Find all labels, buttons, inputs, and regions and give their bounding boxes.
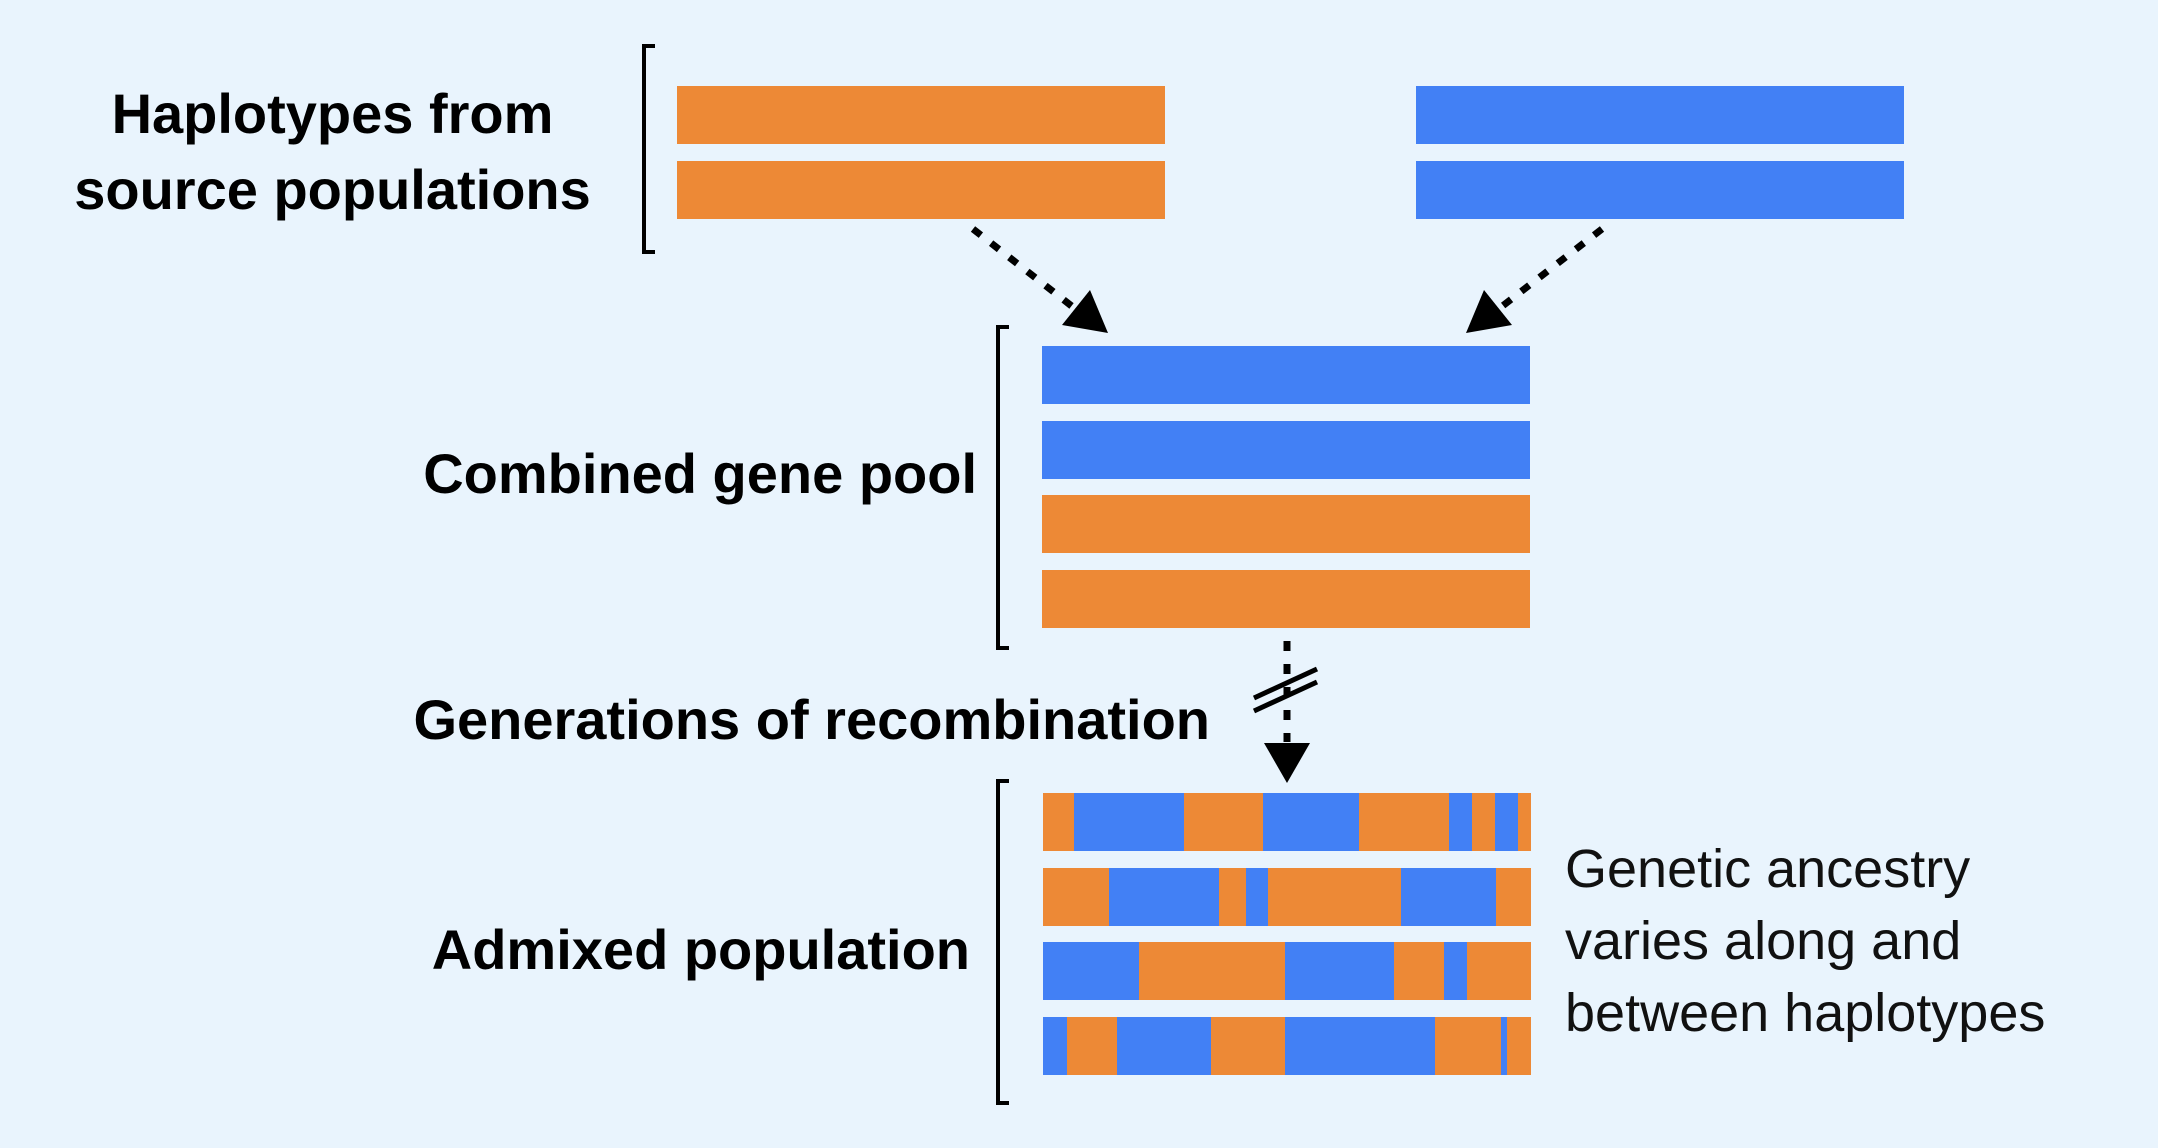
arrow-left-to-pool bbox=[970, 226, 1108, 333]
orange-ancestry-segment bbox=[1043, 868, 1109, 926]
blue-ancestry-segment bbox=[1245, 868, 1269, 926]
blue-ancestry-segment bbox=[1043, 1017, 1067, 1075]
admixed-haplotype-3 bbox=[1043, 942, 1531, 1000]
orange-ancestry-segment bbox=[1517, 793, 1531, 851]
source-b-haplotype-1 bbox=[1416, 86, 1904, 144]
ancestry-note: Genetic ancestry varies along and betwee… bbox=[1565, 833, 2045, 1049]
pool-haplotype-1 bbox=[1042, 346, 1530, 404]
blue-ancestry-segment bbox=[1494, 793, 1518, 851]
source-a-haplotype-2 bbox=[677, 161, 1165, 219]
blue-ancestry-segment bbox=[1448, 793, 1472, 851]
blue-ancestry-segment bbox=[1043, 942, 1139, 1000]
pool-haplotype-4 bbox=[1042, 570, 1530, 628]
admixed-haplotype-1 bbox=[1043, 793, 1531, 851]
generations-label: Generations of recombination bbox=[413, 688, 1210, 751]
orange-ancestry-segment bbox=[1184, 793, 1264, 851]
admixed-bracket bbox=[996, 779, 1009, 1105]
orange-ancestry-segment bbox=[1471, 793, 1495, 851]
blue-ancestry-segment bbox=[1443, 942, 1467, 1000]
orange-ancestry-segment bbox=[1268, 868, 1402, 926]
orange-ancestry-segment bbox=[1496, 868, 1531, 926]
note-line3: between haplotypes bbox=[1565, 983, 2046, 1043]
arrow-right-to-pool bbox=[1466, 226, 1605, 333]
orange-ancestry-segment bbox=[1211, 1017, 1285, 1075]
source-label: Haplotypes from source populations bbox=[40, 76, 625, 228]
orange-ancestry-segment bbox=[1394, 942, 1444, 1000]
note-line2: varies along and bbox=[1565, 911, 1962, 971]
pool-haplotype-2 bbox=[1042, 421, 1530, 479]
orange-ancestry-segment bbox=[1218, 868, 1246, 926]
pool-haplotype-3 bbox=[1042, 495, 1530, 553]
source-b-haplotype-2 bbox=[1416, 161, 1904, 219]
orange-ancestry-segment bbox=[1043, 793, 1074, 851]
orange-ancestry-segment bbox=[1506, 1017, 1531, 1075]
blue-ancestry-segment bbox=[1284, 942, 1395, 1000]
orange-ancestry-segment bbox=[1358, 793, 1449, 851]
note-line1: Genetic ancestry bbox=[1565, 839, 1971, 899]
blue-ancestry-segment bbox=[1401, 868, 1497, 926]
orange-ancestry-segment bbox=[1466, 942, 1531, 1000]
source-label-line2: source populations bbox=[74, 158, 591, 221]
blue-ancestry-segment bbox=[1263, 793, 1359, 851]
blue-ancestry-segment bbox=[1073, 793, 1185, 851]
orange-ancestry-segment bbox=[1138, 942, 1285, 1000]
break-mark-2 bbox=[1252, 679, 1319, 714]
admixed-label: Admixed population bbox=[431, 918, 970, 981]
source-label-line1: Haplotypes from bbox=[111, 82, 554, 145]
blue-ancestry-segment bbox=[1501, 1017, 1507, 1075]
orange-ancestry-segment bbox=[1435, 1017, 1502, 1075]
blue-ancestry-segment bbox=[1284, 1017, 1436, 1075]
source-a-haplotype-1 bbox=[677, 86, 1165, 144]
blue-ancestry-segment bbox=[1108, 868, 1219, 926]
arrow-generations bbox=[1252, 641, 1319, 783]
blue-ancestry-segment bbox=[1117, 1017, 1212, 1075]
combined-label: Combined gene pool bbox=[423, 442, 977, 505]
admixed-haplotype-4 bbox=[1043, 1017, 1531, 1075]
admixed-haplotype-2 bbox=[1043, 868, 1531, 926]
source-bracket bbox=[642, 44, 655, 254]
break-mark-1 bbox=[1252, 666, 1319, 701]
pool-bracket bbox=[996, 325, 1009, 650]
orange-ancestry-segment bbox=[1066, 1017, 1118, 1075]
